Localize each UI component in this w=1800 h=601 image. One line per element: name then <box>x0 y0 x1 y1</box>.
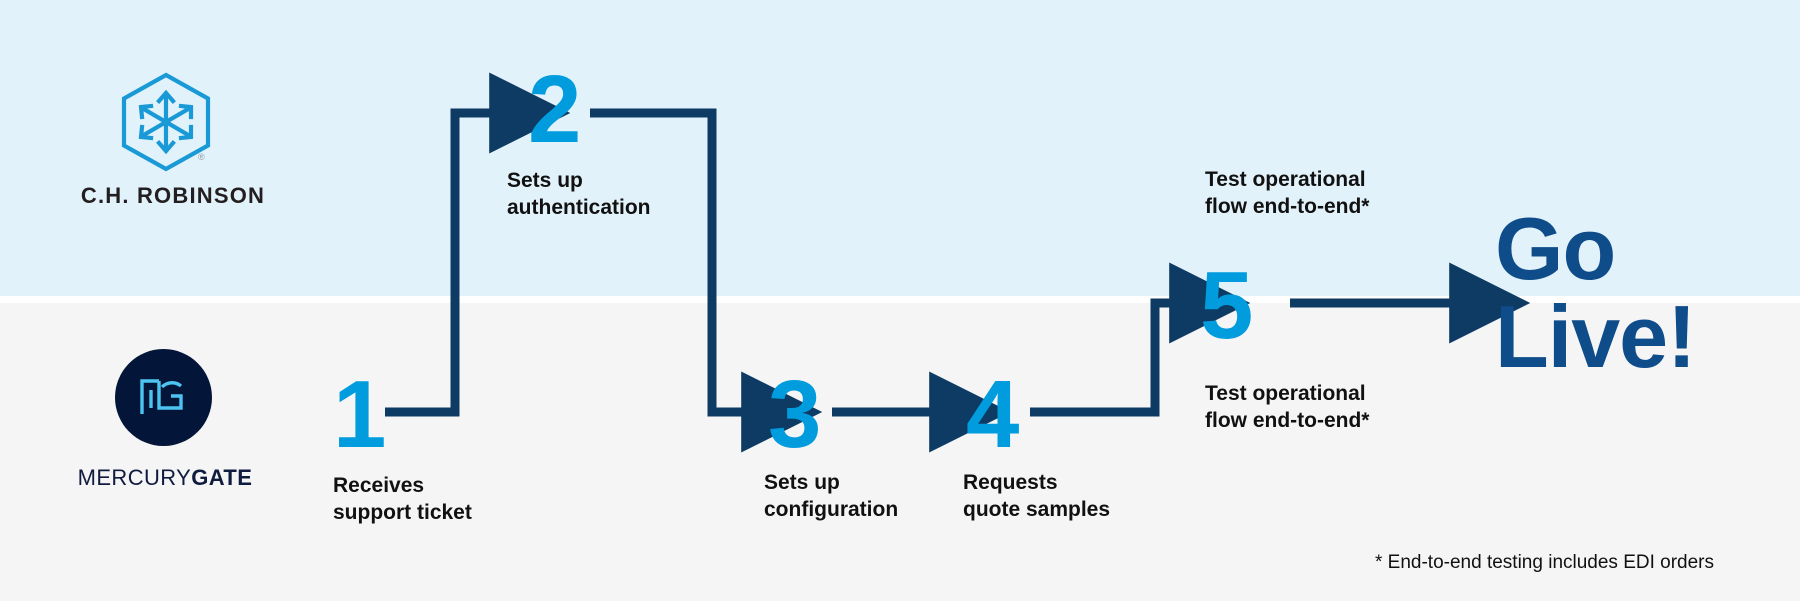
lane-band-chrobinson <box>0 0 1800 296</box>
mercurygate-wordmark: MERCURYGATE <box>55 465 275 491</box>
step-label-1: Receives support ticket <box>333 474 472 524</box>
step-label-5-top: Test operational flow end-to-end* <box>1205 168 1370 218</box>
connector-1-to-2 <box>385 72 571 417</box>
mercurygate-logo-circle <box>115 349 212 446</box>
step-label-2: Sets up authentication <box>507 169 651 219</box>
chrobinson-wordmark: C.H. ROBINSON <box>80 183 266 208</box>
cube-arrows-icon <box>120 72 212 172</box>
go-live-text: Go Live! <box>1495 199 1696 386</box>
step-label-3: Sets up configuration <box>764 471 899 521</box>
connector-2-to-3 <box>590 108 823 453</box>
registered-mark: ® <box>198 152 205 162</box>
step-number-4: 4 <box>966 361 1020 468</box>
mg-monogram-icon <box>140 378 192 416</box>
step-number-3: 3 <box>768 361 822 468</box>
step-label-5-bottom: Test operational flow end-to-end* <box>1205 382 1370 432</box>
step-number-1: 1 <box>333 361 387 468</box>
mercurygate-word-bold: GATE <box>191 465 253 490</box>
lane-band-mercurygate <box>0 303 1800 601</box>
step-label-4: Requests quote samples <box>963 471 1111 521</box>
mercurygate-word-thin: MERCURY <box>77 465 192 490</box>
footnote-text: * End-to-end testing includes EDI orders <box>1375 552 1715 573</box>
step-number-2: 2 <box>528 56 582 163</box>
connector-4-to-5 <box>1030 262 1251 417</box>
step-number-5: 5 <box>1200 252 1254 359</box>
